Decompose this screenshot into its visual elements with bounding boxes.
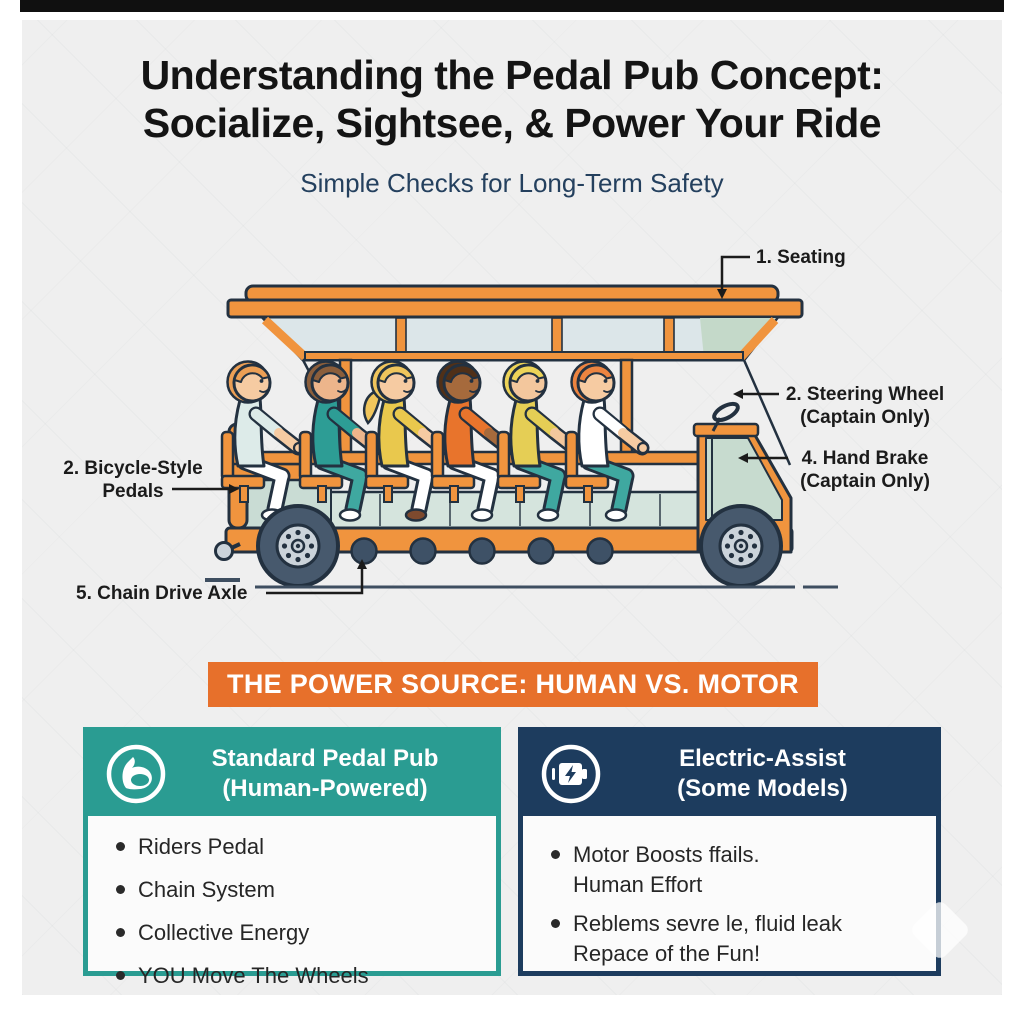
card-standard-pedal-pub: Standard Pedal Pub (Human-Powered) Rider… (83, 727, 501, 988)
bullet-text: Motor Boosts ffails. (573, 842, 760, 867)
bullet-text: Collective Energy (138, 919, 310, 945)
title-line-2: Socialize, Sightsee, & Power Your Ride (142, 99, 882, 146)
bullet-dot (551, 850, 560, 859)
card-standard-header: Standard Pedal Pub (Human-Powered) (88, 732, 496, 816)
bullet-text: Chain System (138, 876, 275, 902)
bullet-dot (116, 970, 125, 980)
card-electric-bullet-list: Motor Boosts ffails. Human Effort Reblem… (523, 816, 936, 969)
card-electric-title-line2: (Some Models) (677, 775, 848, 802)
label-bicycle-pedals-line2: Pedals (102, 481, 164, 503)
card-electric-assist: Electric-Assist (Some Models) Motor Boos… (518, 727, 941, 976)
label-steering-wheel-line2: (Captain Only) (800, 407, 930, 429)
label-chain-drive-axle: 5. Chain Drive Axle (76, 582, 247, 605)
label-chain-drive-axle-text: 5. Chain Drive Axle (76, 583, 248, 604)
label-hand-brake-line2: (Captain Only) (800, 471, 930, 493)
list-item: YOU Move The Wheels (114, 961, 476, 991)
bullet-text: Human Effort (573, 871, 703, 897)
label-bicycle-pedals-line1: 2. Bicycle-Style (63, 458, 203, 479)
page-title: Understanding the Pedal Pub Concept: Soc… (60, 52, 964, 148)
bullet-text: Repace of the Fun! (573, 940, 761, 966)
card-electric-title-line1: Electric-Assist (679, 745, 846, 772)
label-seating-text: 1. Seating (756, 247, 846, 268)
label-hand-brake-line1: 4. Hand Brake (801, 448, 929, 469)
power-source-banner-text: THE POWER SOURCE: HUMAN VS. MOTOR (227, 669, 799, 699)
bullet-dot (551, 918, 560, 928)
list-item: Collective Energy (114, 918, 476, 948)
power-source-banner: THE POWER SOURCE: HUMAN VS. MOTOR (208, 662, 818, 707)
top-edge-bar (20, 0, 1004, 12)
card-standard-title-line2: (Human-Powered) (222, 775, 428, 802)
bullet-text: YOU Move The Wheels (138, 962, 369, 988)
list-item: Motor Boosts ffails. Human Effort (549, 840, 916, 900)
page-subtitle: Simple Checks for Long-Term Safety (300, 168, 724, 198)
bullet-dot (116, 842, 125, 851)
battery-bolt-icon (541, 744, 601, 804)
label-seating: 1. Seating (756, 246, 846, 269)
label-hand-brake: 4. Hand Brake (Captain Only) (784, 447, 946, 493)
bullet-text: Riders Pedal (138, 834, 264, 859)
label-steering-wheel: 2. Steering Wheel (Captain Only) (776, 383, 954, 429)
card-standard-title: Standard Pedal Pub (Human-Powered) (168, 744, 482, 804)
bullet-dot (116, 927, 125, 937)
card-standard-title-line1: Standard Pedal Pub (211, 745, 439, 772)
card-standard-bullet-list: Riders Pedal Chain System Collective Ene… (88, 816, 496, 991)
title-line-1: Understanding the Pedal Pub Concept: (140, 52, 884, 98)
bullet-dot (116, 884, 125, 894)
list-item: Chain System (114, 875, 476, 905)
card-electric-title: Electric-Assist (Some Models) (603, 744, 922, 804)
list-item: Reblems sevre le, fluid leak Repace of t… (549, 909, 916, 969)
bullet-text: Reblems sevre le, fluid leak (573, 910, 843, 936)
list-item: Riders Pedal (114, 832, 476, 862)
card-electric-header: Electric-Assist (Some Models) (523, 732, 936, 816)
label-steering-wheel-line1: 2. Steering Wheel (785, 384, 945, 405)
label-bicycle-pedals: 2. Bicycle-Style Pedals (58, 457, 208, 503)
bicep-flex-icon (106, 744, 166, 804)
